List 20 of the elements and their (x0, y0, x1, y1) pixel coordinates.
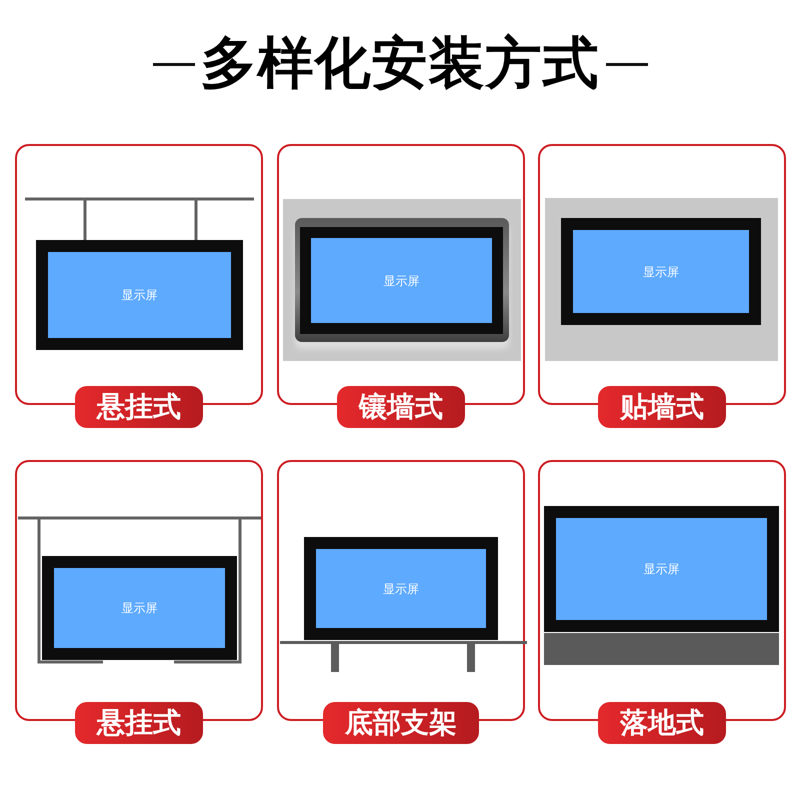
screen-label: 显示屏 (643, 264, 679, 278)
method-label-pill: 悬挂式 (75, 386, 203, 428)
display-monitor (561, 218, 761, 325)
display-monitor (300, 227, 503, 334)
screen-label: 显示屏 (384, 274, 420, 288)
display-monitor (42, 556, 237, 660)
display-monitor (544, 506, 779, 632)
display-monitor (304, 537, 498, 640)
screen-label: 显示屏 (122, 601, 158, 615)
screen-label: 显示屏 (644, 562, 680, 576)
screen-label: 显示屏 (122, 288, 158, 302)
method-label-pill: 贴墙式 (598, 386, 726, 428)
display-monitor (36, 240, 243, 350)
method-label-pill: 悬挂式 (75, 702, 203, 744)
method-label-pill: 落地式 (598, 702, 726, 744)
floor-stand-base (544, 633, 779, 665)
method-label-pill: 镶墙式 (337, 386, 465, 428)
screen-label: 显示屏 (383, 582, 419, 596)
page-title: 多样化安装方式 (200, 30, 600, 98)
method-label-pill: 底部支架 (323, 702, 479, 744)
